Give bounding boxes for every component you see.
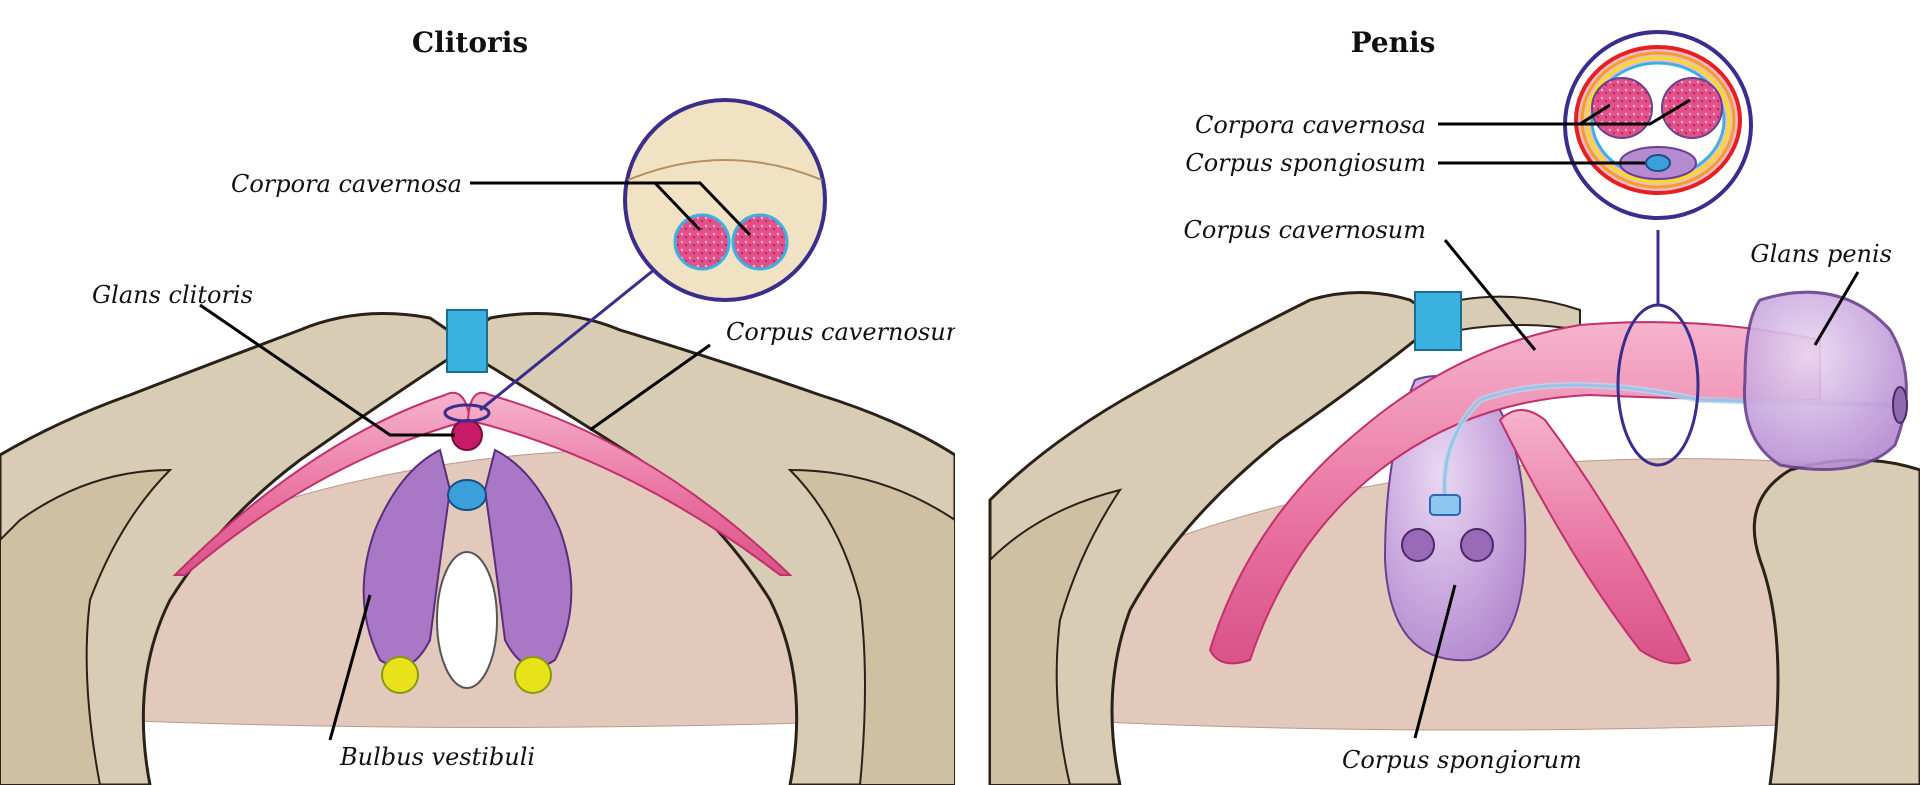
label-corpus-spongiorum: Corpus spongiorum bbox=[1342, 746, 1582, 774]
leader-glans-penis bbox=[1813, 271, 1860, 346]
urethra-section bbox=[1645, 154, 1671, 172]
label-corpora-cavernosa-left: Corpora cavernosa bbox=[231, 170, 462, 198]
urethra-inner bbox=[1441, 382, 1891, 501]
glans-penis bbox=[1742, 290, 1908, 471]
corpora-section-right-b bbox=[1661, 77, 1723, 139]
leader-corpus-cavernosum-left bbox=[589, 343, 711, 432]
bartholin-gland-left bbox=[381, 656, 419, 694]
penis-title: Penis bbox=[1351, 26, 1436, 59]
clitoris-crura bbox=[172, 391, 472, 576]
corpus-cavernosum-crus bbox=[1498, 409, 1692, 665]
corpora-section-right-a bbox=[1591, 77, 1653, 139]
leader-glans-clitoris bbox=[199, 303, 455, 437]
glans-clitoris bbox=[451, 419, 483, 451]
leader-corpus-spongiorum bbox=[1413, 584, 1457, 739]
skin-layer-orange bbox=[1580, 51, 1736, 189]
bulb-right bbox=[483, 448, 573, 668]
urethral-opening bbox=[447, 479, 487, 511]
label-corpus-cavernosum-right: Corpus cavernosum bbox=[1184, 216, 1426, 244]
urethral-bulb bbox=[1429, 494, 1461, 516]
leader-corpora-cavernosa-left-b bbox=[655, 181, 752, 237]
bulbourethral-gland-right bbox=[1460, 528, 1494, 562]
label-corpus-cavernosum-left: Corpus cavernosum bbox=[726, 318, 968, 346]
label-corpus-spongiosum: Corpus spongiosum bbox=[1185, 149, 1426, 177]
label-corpora-cavernosa-right: Corpora cavernosa bbox=[1195, 111, 1426, 139]
corpora-section-b bbox=[731, 213, 789, 271]
pelvic-bone-right-panel-left-ramus bbox=[989, 488, 1123, 785]
external-urethral-orifice bbox=[1892, 386, 1908, 424]
leader-corpora-cavernosa-right-b bbox=[1580, 98, 1691, 126]
penis-panel: Penis Corpora cavernosa Corpus spongiosu… bbox=[988, 26, 1920, 785]
bulb-left bbox=[362, 448, 452, 668]
corpora-section-a bbox=[673, 213, 731, 271]
pelvic-bone-right-panel-upper bbox=[1459, 295, 1581, 332]
pubic-symphysis-right bbox=[1414, 291, 1462, 351]
bulbourethral-gland-left bbox=[1401, 528, 1435, 562]
panel-divider bbox=[955, 0, 990, 785]
label-bulbus-vestibuli: Bulbus vestibuli bbox=[339, 743, 535, 771]
pubic-symphysis bbox=[446, 309, 488, 373]
zoom-circle-left bbox=[623, 98, 827, 302]
clitoris-title: Clitoris bbox=[412, 26, 528, 59]
bartholin-gland-right bbox=[514, 656, 552, 694]
pelvic-bone-right-ramus bbox=[787, 468, 956, 785]
clitoris-panel: Clitoris Corpora cavernosa Glans clitori… bbox=[0, 26, 968, 785]
pelvic-bone-left-ramus bbox=[0, 468, 173, 785]
label-glans-clitoris: Glans clitoris bbox=[92, 281, 253, 309]
zoom-connector-left bbox=[479, 263, 661, 412]
section-marker-left bbox=[443, 403, 491, 423]
clitoris-crura-right bbox=[466, 391, 793, 576]
zoom-skin-layer bbox=[627, 159, 823, 181]
leader-corpus-cavernosum-right bbox=[1443, 239, 1537, 351]
pelvic-bone-right-panel-right bbox=[1752, 458, 1920, 785]
leader-bulbus-vestibuli bbox=[328, 594, 372, 741]
vaginal-opening bbox=[436, 551, 498, 689]
label-glans-penis: Glans penis bbox=[1750, 240, 1892, 268]
